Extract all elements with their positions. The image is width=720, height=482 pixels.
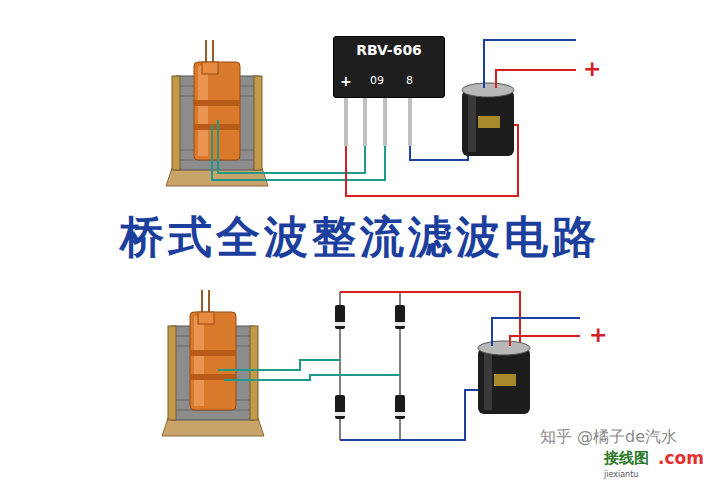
watermark: .com xyxy=(658,449,704,469)
part-marking: 09 xyxy=(370,75,384,88)
part-marking: + xyxy=(340,73,352,89)
watermark: jiexiantu xyxy=(604,470,638,479)
bridge-rectifier: RBV-606 09 8 + xyxy=(333,36,445,98)
part-marking: RBV-606 xyxy=(334,42,444,58)
watermark: 接线图 xyxy=(604,450,649,467)
polarity-mark: + xyxy=(589,322,607,347)
diagram-title: 桥式全波整流滤波电路 xyxy=(0,212,720,263)
part-marking: 8 xyxy=(406,75,413,88)
watermark: 知乎 @橘子de汽水 xyxy=(540,428,677,446)
polarity-mark: + xyxy=(583,56,601,81)
